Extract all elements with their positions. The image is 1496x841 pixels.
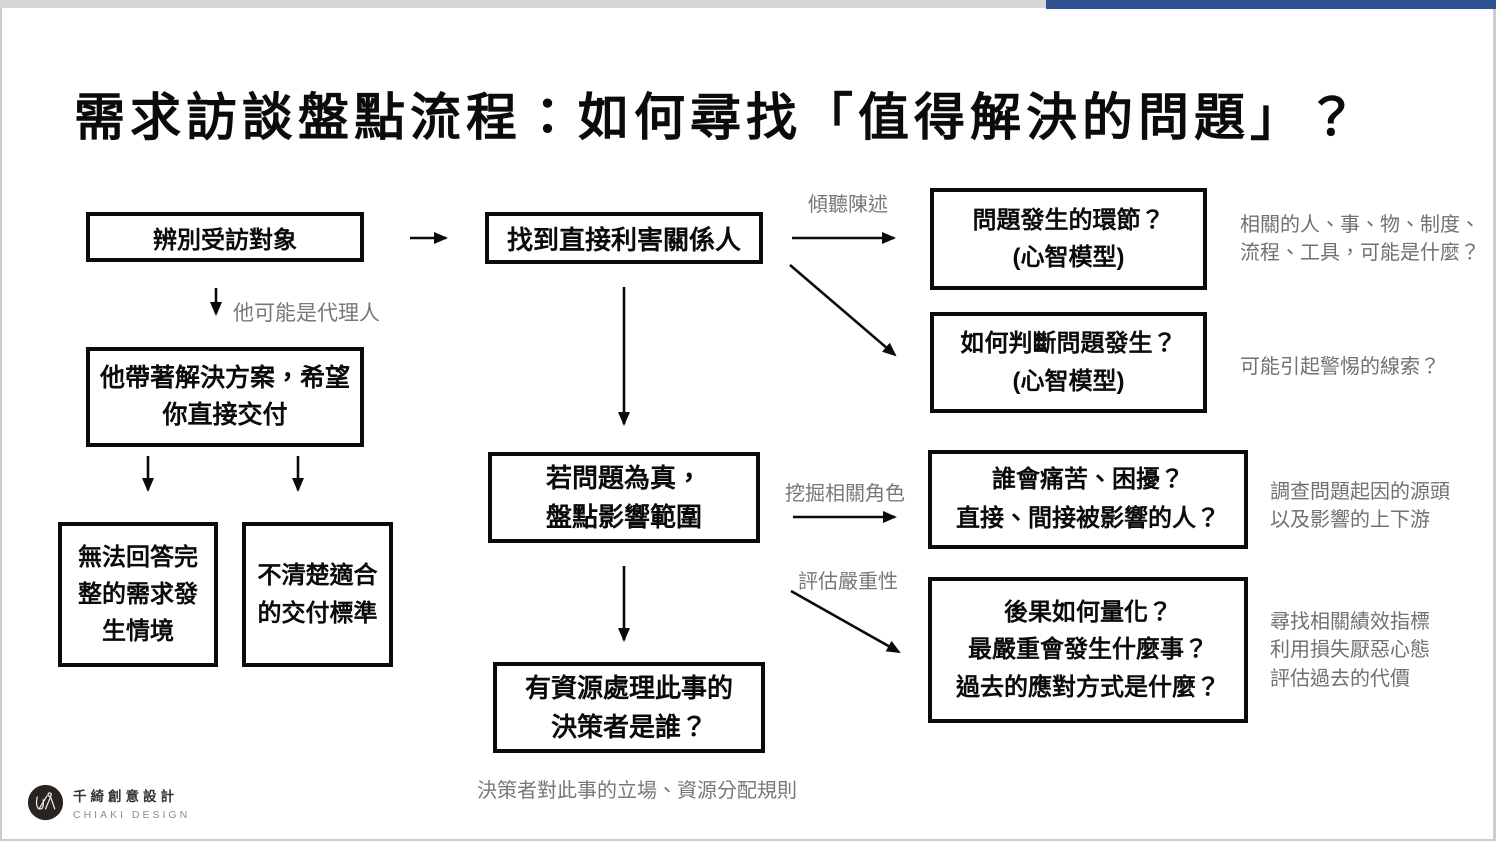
note-decision-stance: 決策者對此事的立場、資源分配規則 [477,780,797,802]
page-title: 需求訪談盤點流程：如何尋找「值得解決的問題」？ [74,89,1363,146]
annotation-line: 評估過去的代價 [1270,667,1410,690]
annotation-line: 利用損失厭惡心態 [1270,639,1430,662]
box-text: 最嚴重會發生什麼事？ [968,636,1208,664]
box-text: 的交付標準 [257,599,378,627]
annotation-related-elements: 相關的人、事、物、制度、 流程、工具，可能是什麼？ [1240,211,1480,268]
flow-box-cannot-answer-context: 無法回答完 整的需求發 生情境 [58,522,218,667]
flow-box-quantify-consequence: 後果如何量化？ 最嚴重會發生什麼事？ 過去的應對方式是什麼？ [928,577,1248,723]
top-bar-blue-accent [1046,0,1496,9]
box-text: 不清楚適合 [257,562,378,590]
annotation-line: 調查問題起因的源頭 [1270,481,1450,503]
box-text: 過去的應對方式是什麼？ [956,673,1220,701]
annotation-line: 尋找相關績效指標 [1270,611,1430,633]
arrow-stakeholder-to-judge [789,264,897,357]
box-text: 整的需求發 [78,580,198,608]
page-edge-left [0,0,2,841]
brand-footer: 千綺創意設計 CHIAKI DESIGN [27,784,190,821]
flow-box-judge-problem: 如何判斷問題發生？ (心智模型) [930,312,1207,413]
box-text: 直接、間接被影響的人？ [956,504,1220,532]
box-text: 他帶著解決方案，希望 [99,363,350,392]
box-text: 生情境 [102,618,174,646]
flow-box-inventory-impact: 若問題為真， 盤點影響範圍 [488,452,760,543]
box-text: 誰會痛苦、困擾？ [992,466,1184,494]
arrow-label-listen: 傾聽陳述 [808,194,888,216]
page-edge-right [1493,0,1496,841]
box-text: 如何判斷問題發生？ [960,330,1177,358]
box-text: (心智模型) [1012,367,1125,395]
flow-box-decision-maker: 有資源處理此事的 決策者是誰？ [493,662,765,753]
annotation-line: 流程、工具，可能是什麼？ [1240,242,1480,265]
flow-box-who-suffers: 誰會痛苦、困擾？ 直接、間接被影響的人？ [928,450,1248,549]
annotation-alert-clues: 可能引起警惕的線索？ [1240,353,1440,381]
annotation-line: 相關的人、事、物、制度、 [1240,214,1480,236]
page-edge-bottom [0,839,1496,841]
box-text: 辨別受訪對象 [153,226,297,254]
annotation-trace-origin: 調查問題起因的源頭 以及影響的上下游 [1270,478,1450,535]
box-text: 若問題為真， [545,462,702,493]
flow-box-unclear-standard: 不清楚適合 的交付標準 [242,522,393,667]
flow-box-brings-solution: 他帶著解決方案，希望 你直接交付 [86,347,364,447]
arrow-impact-to-quantify [790,589,901,654]
box-text: 後果如何量化？ [1004,599,1172,627]
brand-name-zh: 千綺創意設計 [73,788,178,804]
flow-box-find-stakeholder: 找到直接利害關係人 [485,212,763,264]
box-text: 問題發生的環節？ [972,206,1165,234]
box-text: 決策者是誰？ [550,711,707,742]
arrow-label-assess-severity: 評估嚴重性 [798,571,898,593]
arrow-label-proxy-note: 他可能是代理人 [233,302,380,325]
box-text: 有資源處理此事的 [524,672,733,703]
box-text: 你直接交付 [162,401,288,429]
flow-box-identify-interviewee: 辨別受訪對象 [86,212,364,262]
brand-name-en: CHIAKI DESIGN [73,808,191,821]
box-text: 找到直接利害關係人 [506,224,741,255]
box-text: 盤點影響範圍 [545,501,702,532]
annotation-find-metrics: 尋找相關績效指標 利用損失厭惡心態 評估過去的代價 [1270,608,1430,693]
annotation-line: 可能引起警惕的線索？ [1240,356,1440,378]
arrow-label-dig-roles: 挖掘相關角色 [785,483,905,505]
annotation-line: 以及影響的上下游 [1270,509,1430,532]
chiaki-logo-icon [27,784,64,821]
box-text: (心智模型) [1012,244,1125,271]
box-text: 無法回答完 [78,543,198,571]
flow-box-problem-context: 問題發生的環節？ (心智模型) [930,188,1207,290]
top-bar-gray [0,0,1046,8]
